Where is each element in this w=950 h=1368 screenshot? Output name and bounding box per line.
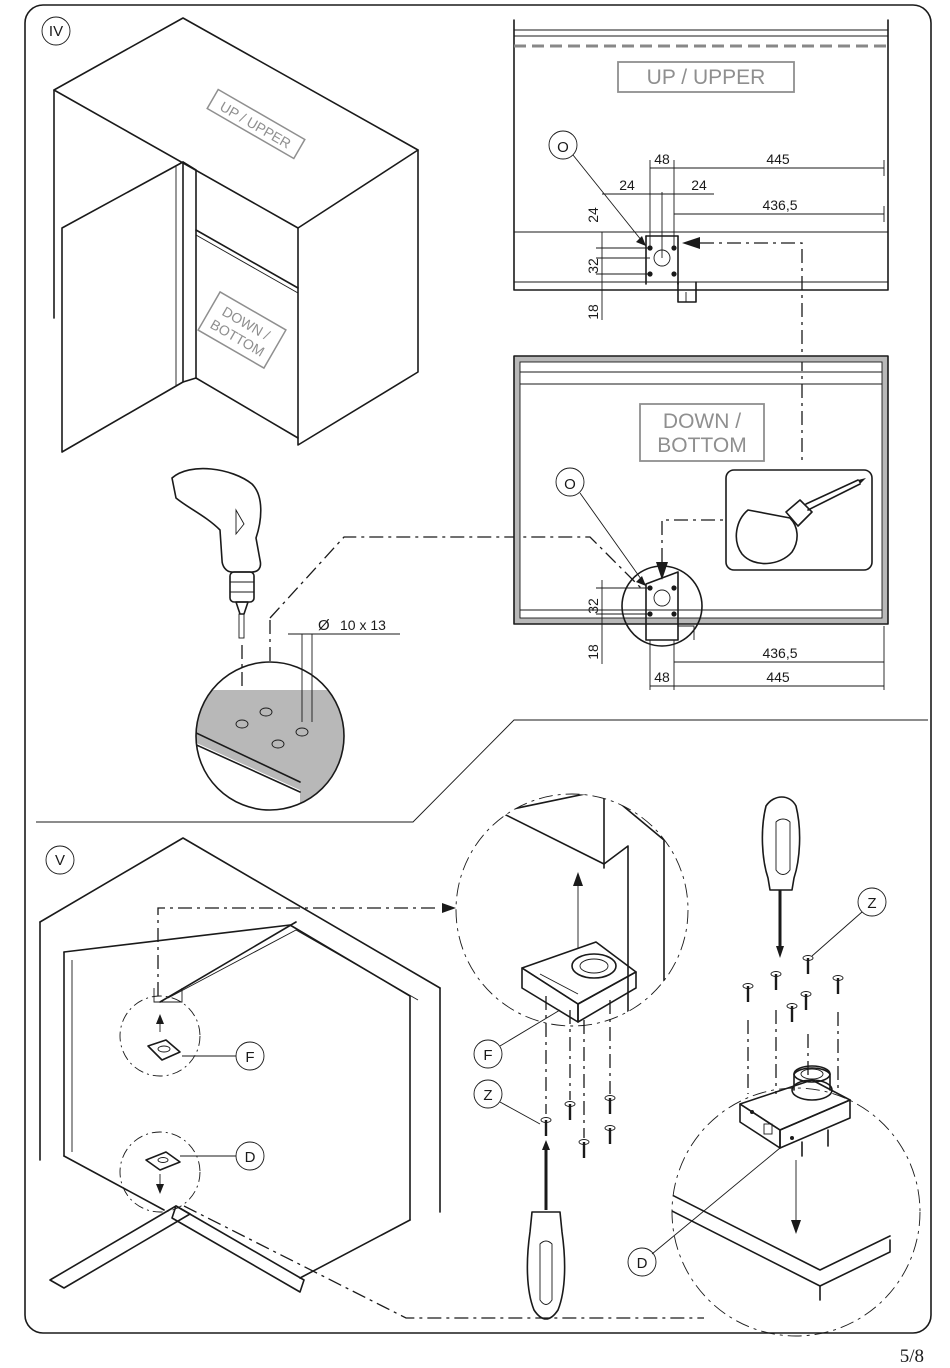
dim-18-upper: 18 (585, 304, 601, 320)
awl-inset (725, 469, 873, 571)
dim-48-lower: 48 (654, 669, 670, 685)
dim-18-lower: 18 (585, 644, 601, 660)
screws-d (742, 955, 844, 1022)
dim-32-lower: 32 (585, 598, 601, 614)
down-bottom-iso-tag: DOWN / BOTTOM (197, 290, 287, 370)
screwdriver-lower-icon (526, 1140, 566, 1320)
bottom-elevation (513, 355, 889, 625)
section-divider (36, 719, 928, 823)
dim-32-upper: 32 (585, 258, 601, 274)
awl-arrow-lower (656, 562, 668, 580)
cabinet-iso-iv (53, 17, 419, 453)
dim-48-upper: 48 (654, 151, 670, 167)
f-screw-guides (545, 996, 611, 1138)
dim-24-vertical: 24 (585, 207, 601, 223)
up-upper-iso-text: UP / UPPER (217, 98, 294, 151)
dim-436-upper: 436,5 (762, 197, 797, 213)
hole-marker-upper-text: O (557, 139, 569, 156)
d-detail-small (119, 1131, 201, 1213)
diameter-symbol: Ø (318, 617, 330, 634)
label-z-left-text: Z (483, 1087, 492, 1104)
page-number: 5/8 (900, 1346, 924, 1367)
awl-arrow-upper (682, 237, 700, 249)
drill-icon (171, 467, 262, 639)
up-upper-tag: UP / UPPER (617, 61, 795, 93)
page-frame (24, 4, 932, 1334)
upper-dimensions: 48 445 24 24 436,5 24 32 18 (585, 151, 885, 320)
drill-size-callout: Ø 10 x 13 (318, 617, 386, 634)
dim-445-upper: 445 (766, 151, 790, 167)
upper-elevation (513, 19, 889, 303)
label-z-right-text: Z (867, 895, 876, 912)
dim-24-left: 24 (619, 177, 635, 193)
drilled-board-detail (195, 661, 345, 811)
d-screw-guides (747, 1010, 839, 1094)
screws-f (540, 1095, 616, 1158)
bracket-d-large (739, 1065, 851, 1157)
drilled-holes (235, 707, 309, 749)
label-z-left: Z (473, 1079, 503, 1109)
label-f-large-text: F (483, 1047, 492, 1064)
screwdriver-upper-icon (761, 796, 801, 958)
dim-436-lower: 436,5 (762, 645, 797, 661)
leader-to-bottom-view (269, 536, 644, 619)
step-iv-label: IV (49, 23, 63, 40)
step-iv-marker: IV (41, 16, 71, 46)
label-d-small: D (235, 1141, 265, 1171)
down-text: DOWN / (663, 410, 741, 433)
step-v-label: V (55, 852, 65, 869)
dim-445-lower: 445 (766, 669, 790, 685)
label-f-large: F (473, 1039, 503, 1069)
f-detail-large (455, 793, 689, 1027)
bracket-f-large (521, 941, 637, 1023)
label-d-large: D (627, 1247, 657, 1277)
f-detail-small (119, 995, 201, 1077)
up-upper-iso-tag: UP / UPPER (206, 88, 306, 160)
step-v-marker: V (45, 845, 75, 875)
d-detail-large (671, 1065, 921, 1337)
hole-marker-lower-text: O (564, 476, 576, 493)
label-f-small-text: F (245, 1049, 254, 1066)
bottom-text: BOTTOM (657, 434, 746, 457)
lower-dimensions: 32 18 436,5 48 445 (585, 580, 885, 690)
down-bottom-tag: DOWN / BOTTOM (639, 403, 765, 462)
up-upper-text: UP / UPPER (647, 66, 766, 89)
label-d-large-text: D (637, 1255, 648, 1272)
hole-marker-upper: O (548, 130, 578, 160)
hole-marker-lower: O (555, 467, 585, 497)
label-f-small: F (235, 1041, 265, 1071)
label-z-right: Z (857, 887, 887, 917)
cabinet-iso-v (39, 837, 441, 1293)
drill-size-text: 10 x 13 (340, 617, 386, 633)
dim-24-right: 24 (691, 177, 707, 193)
label-d-small-text: D (245, 1149, 256, 1166)
